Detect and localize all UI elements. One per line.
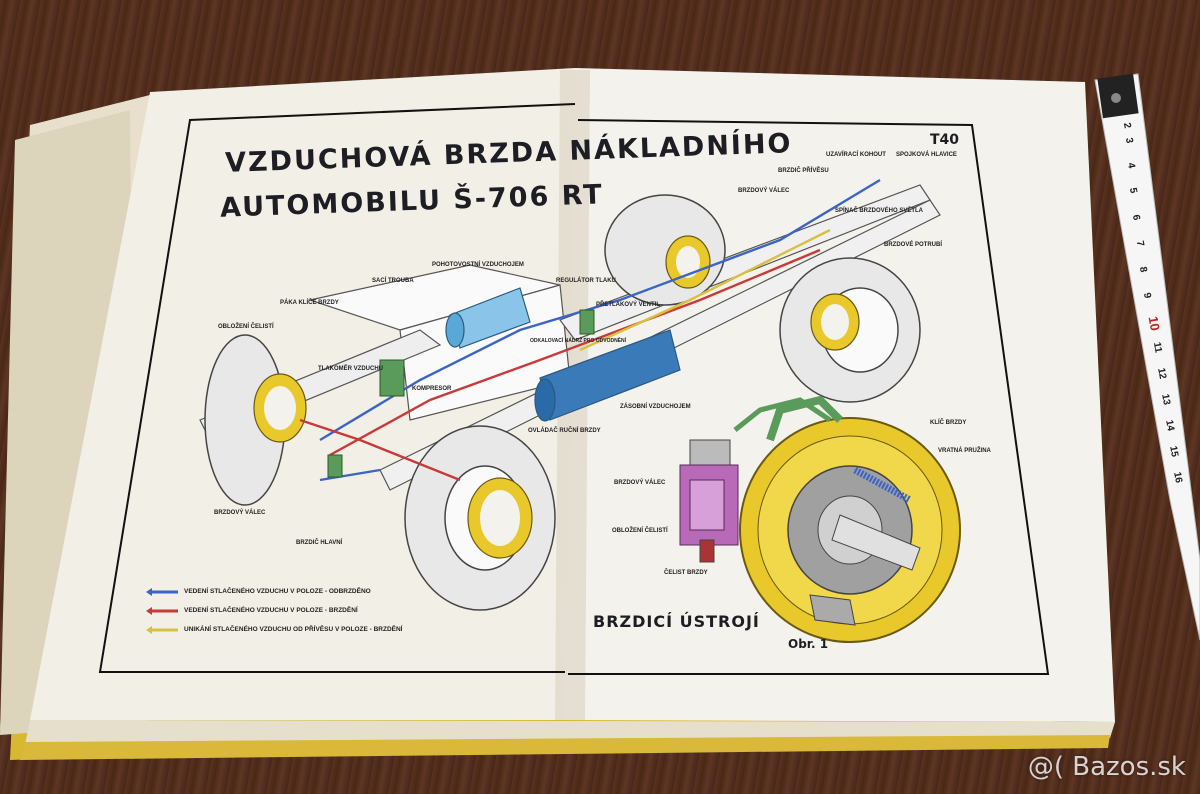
brake-drum-detail [739, 395, 961, 643]
figure-label: Obr. 1 [788, 637, 829, 651]
label-ovladac-rucni-brzdy: OVLÁDAČ RUČNÍ BRZDY [528, 428, 601, 434]
label-brzdic-hlavni: BRZDIČ HLAVNÍ [296, 540, 343, 546]
ruler-num-10: 10 [1145, 315, 1163, 332]
label-kompresor: KOMPRESOR [412, 386, 452, 392]
drum-label-klic-brzdy: KLÍČ BRZDY [930, 420, 967, 426]
label-oblozeni-celisti: OBLOŽENÍ ČELISTÍ [218, 324, 274, 330]
ruler-num-11: 11 [1150, 341, 1164, 354]
legend-item-unikani: UNIKÁNÍ STLAČENÉHO VZDUCHU OD PŘÍVĚSU V … [184, 626, 403, 633]
label-spinac-brzdoveho-svetla: SPÍNAČ BRZDOVÉHO SVĚTLA [835, 208, 924, 214]
drum-label-celist-brzdy: ČELIST BRZDY [664, 570, 708, 576]
drum-label-brzdovy-valec: BRZDOVÝ VÁLEC [614, 480, 666, 486]
label-brzdovy-valec: BRZDOVÝ VÁLEC [214, 510, 266, 516]
label-spojkova-hlavice: SPOJKOVÁ HLAVICE [896, 152, 957, 158]
label-zasobni-vzduchojem: ZÁSOBNÍ VZDUCHOJEM [620, 404, 691, 410]
legend-item-odbrzdeno: VEDENÍ STLAČENÉHO VZDUCHU V POLOZE - ODB… [184, 588, 371, 595]
label-regulator-tlaku: REGULÁTOR TLAKU [556, 278, 616, 284]
label-pretlakovy-ventil: PŘETLAKOVÝ VENTIL [596, 302, 661, 308]
air-tanks [445, 287, 681, 422]
measuring-tape [1094, 73, 1200, 641]
label-nadrzka-odvodneni: ODKALOVACÍ NÁDRŽ PRO ODVODNĚNÍ [530, 338, 627, 344]
plate-code: T40 [930, 132, 960, 148]
valves [327, 309, 595, 478]
label-brzdic-privesu: BRZDIČ PŘÍVĚSU [778, 168, 829, 174]
label-uzaviraci-kohout: UZAVÍRACÍ KOHOUT [826, 152, 886, 158]
ruler-num-14: 14 [1163, 419, 1176, 432]
label-tlakomer-vzduchu: TLAKOMĚR VZDUCHU [318, 366, 383, 372]
label-pohotovostni-vzduchojem: POHOTOVOSTNÍ VZDUCHOJEM [432, 262, 524, 268]
legend-item-brzdeni: VEDENÍ STLAČENÉHO VZDUCHU V POLOZE - BRZ… [184, 607, 358, 614]
ruler-num-15: 15 [1167, 445, 1180, 458]
legend-arrows [146, 588, 178, 634]
drum-label-oblozeni-celisti: OBLOŽENÍ ČELISTÍ [612, 528, 668, 534]
left-frame [98, 103, 576, 673]
right-frame [568, 119, 1050, 675]
label-paka-klic-brzdy: PÁKA KLÍČE BRZDY [280, 300, 339, 306]
drum-label-vratna-pruzina: VRATNÁ PRUŽINA [938, 448, 991, 454]
brake-subtitle: BRZDICÍ ÚSTROJÍ [593, 612, 760, 631]
ruler-num-12: 12 [1155, 367, 1168, 380]
brake-cylinder-detail [679, 397, 832, 563]
ruler-num-16: 16 [1171, 471, 1184, 484]
label-brzdovy-valec-2: BRZDOVÝ VÁLEC [738, 188, 790, 194]
bazos-watermark: @( Bazos.sk [1027, 752, 1186, 782]
label-brzdove-potrubi: BRZDOVÉ POTRUBÍ [884, 242, 943, 248]
label-sani-trouba: SACÍ TROUBA [372, 278, 414, 284]
ruler-num-13: 13 [1159, 393, 1172, 406]
